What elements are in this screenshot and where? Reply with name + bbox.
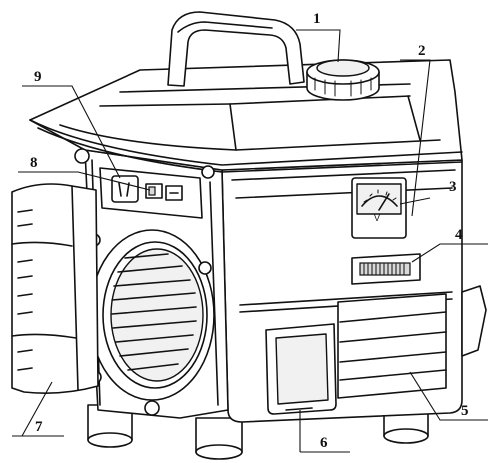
louvered-cover [337, 293, 447, 399]
access-door [265, 323, 337, 415]
feet [87, 403, 429, 460]
callout-6: 6 [320, 435, 328, 451]
pull-handle [461, 285, 487, 357]
meter-unit-label: V [374, 213, 381, 223]
callout-4: 4 [455, 227, 463, 243]
callout-2: 2 [418, 43, 426, 59]
callout-7: 7 [35, 419, 43, 435]
leader-lines [12, 29, 488, 453]
carry-handle [167, 11, 305, 87]
fan-cover [87, 229, 215, 416]
muffler-cover [11, 183, 99, 394]
callout-8: 8 [30, 155, 38, 171]
voltmeter [351, 177, 407, 239]
callout-1: 1 [313, 11, 321, 27]
ac-outlet [111, 175, 139, 203]
callout-9: 9 [34, 69, 42, 85]
callout-5: 5 [461, 403, 469, 419]
fuel-cap [306, 59, 380, 101]
circuit-breaker [351, 253, 421, 285]
callout-3: 3 [449, 179, 457, 195]
